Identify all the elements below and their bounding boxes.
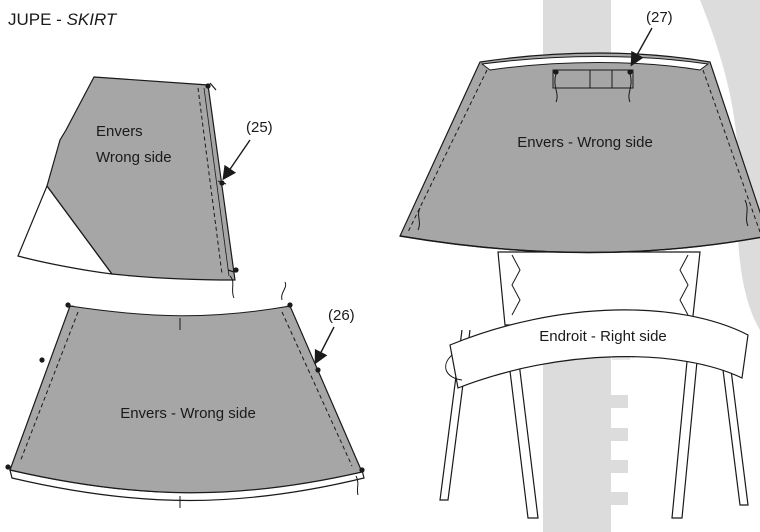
title-main: JUPE - [8,10,67,29]
label-piece-1-line-2: Wrong side [96,149,172,166]
piece-2-fabric [9,305,363,494]
lining-right-strap [717,329,749,506]
skirt-piece-folded [17,76,239,299]
lining-mid-strap-right [671,329,701,519]
diagram-title: JUPE - SKIRT [8,10,116,30]
lining-mid-strap-left [504,329,539,519]
waistband-band [449,309,749,389]
callout-27-label: (27) [646,9,673,26]
callout-25: (25) [222,119,273,181]
label-waistband: Endroit - Right side [539,328,667,345]
skirt-assembled [399,52,760,519]
callout-26-arrow [314,326,335,365]
callout-25-arrow [222,139,251,181]
title-italic: SKIRT [66,10,117,29]
label-piece-3: Envers - Wrong side [517,134,653,151]
label-piece-1-line-1: Envers [96,123,143,140]
callout-26: (26) [314,307,355,365]
callout-27: (27) [630,9,673,67]
label-piece-2: Envers - Wrong side [120,405,256,422]
skirt-piece-flat [5,281,365,508]
folded-corner [17,184,114,275]
callout-26-label: (26) [328,307,355,324]
callout-27-arrow [630,27,653,67]
callout-25-label: (25) [246,119,273,136]
